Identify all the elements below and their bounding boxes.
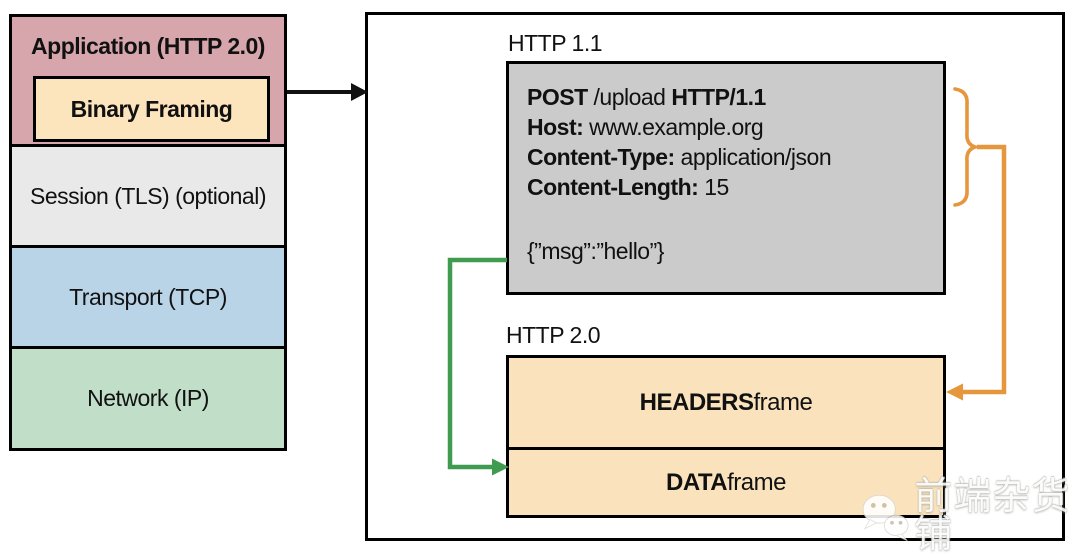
data-frame-row: DATA frame [509, 450, 943, 515]
binary-framing-box: Binary Framing [33, 76, 270, 142]
content-length-value: 15 [698, 174, 729, 200]
request-method: POST [527, 84, 588, 110]
request-line: POST /upload HTTP/1.1 [527, 82, 943, 112]
request-path: /upload [587, 84, 672, 110]
watermark-text: 前端杂货铺 [914, 476, 1071, 556]
headers-frame-strong: HEADERS [639, 388, 754, 416]
layer-transport: Transport (TCP) [9, 245, 287, 349]
content-type-label: Content-Type: [527, 144, 675, 170]
application-label: Application (HTTP 2.0) [31, 33, 265, 59]
black-arrow [287, 83, 368, 101]
session-label: Session (TLS) (optional) [30, 182, 267, 209]
http11-section-label: HTTP 1.1 [508, 30, 603, 56]
content-type-value: application/json [674, 144, 832, 170]
binary-framing-label: Binary Framing [70, 95, 233, 122]
http11-request-box: POST /upload HTTP/1.1 Host: www.example.… [506, 61, 946, 295]
wechat-icon [862, 494, 909, 541]
content-length-label: Content-Length: [527, 174, 699, 200]
content-length-line: Content-Length: 15 [527, 172, 943, 202]
host-label: Host: [527, 114, 584, 140]
host-header-line: Host: www.example.org [527, 112, 943, 142]
network-label: Network (IP) [87, 385, 209, 411]
content-type-line: Content-Type: application/json [527, 142, 943, 172]
http20-frames-box: HEADERS frame DATA frame [506, 355, 946, 518]
request-version: HTTP/1.1 [671, 84, 766, 110]
transport-label: Transport (TCP) [69, 283, 227, 310]
http20-section-label: HTTP 2.0 [506, 322, 601, 348]
request-body-json: {”msg”:”hello”} [527, 238, 664, 264]
host-value: www.example.org [583, 114, 764, 140]
watermark: 前端杂货铺 [858, 478, 1080, 554]
headers-frame-rest: frame [753, 388, 813, 416]
data-frame-rest: frame [727, 468, 786, 496]
data-frame-strong: DATA [666, 468, 728, 496]
layer-session: Session (TLS) (optional) [9, 144, 287, 248]
layer-network: Network (IP) [9, 346, 287, 451]
layer-application: Application (HTTP 2.0) Binary Framing [9, 14, 287, 147]
headers-frame-row: HEADERS frame [509, 358, 943, 450]
